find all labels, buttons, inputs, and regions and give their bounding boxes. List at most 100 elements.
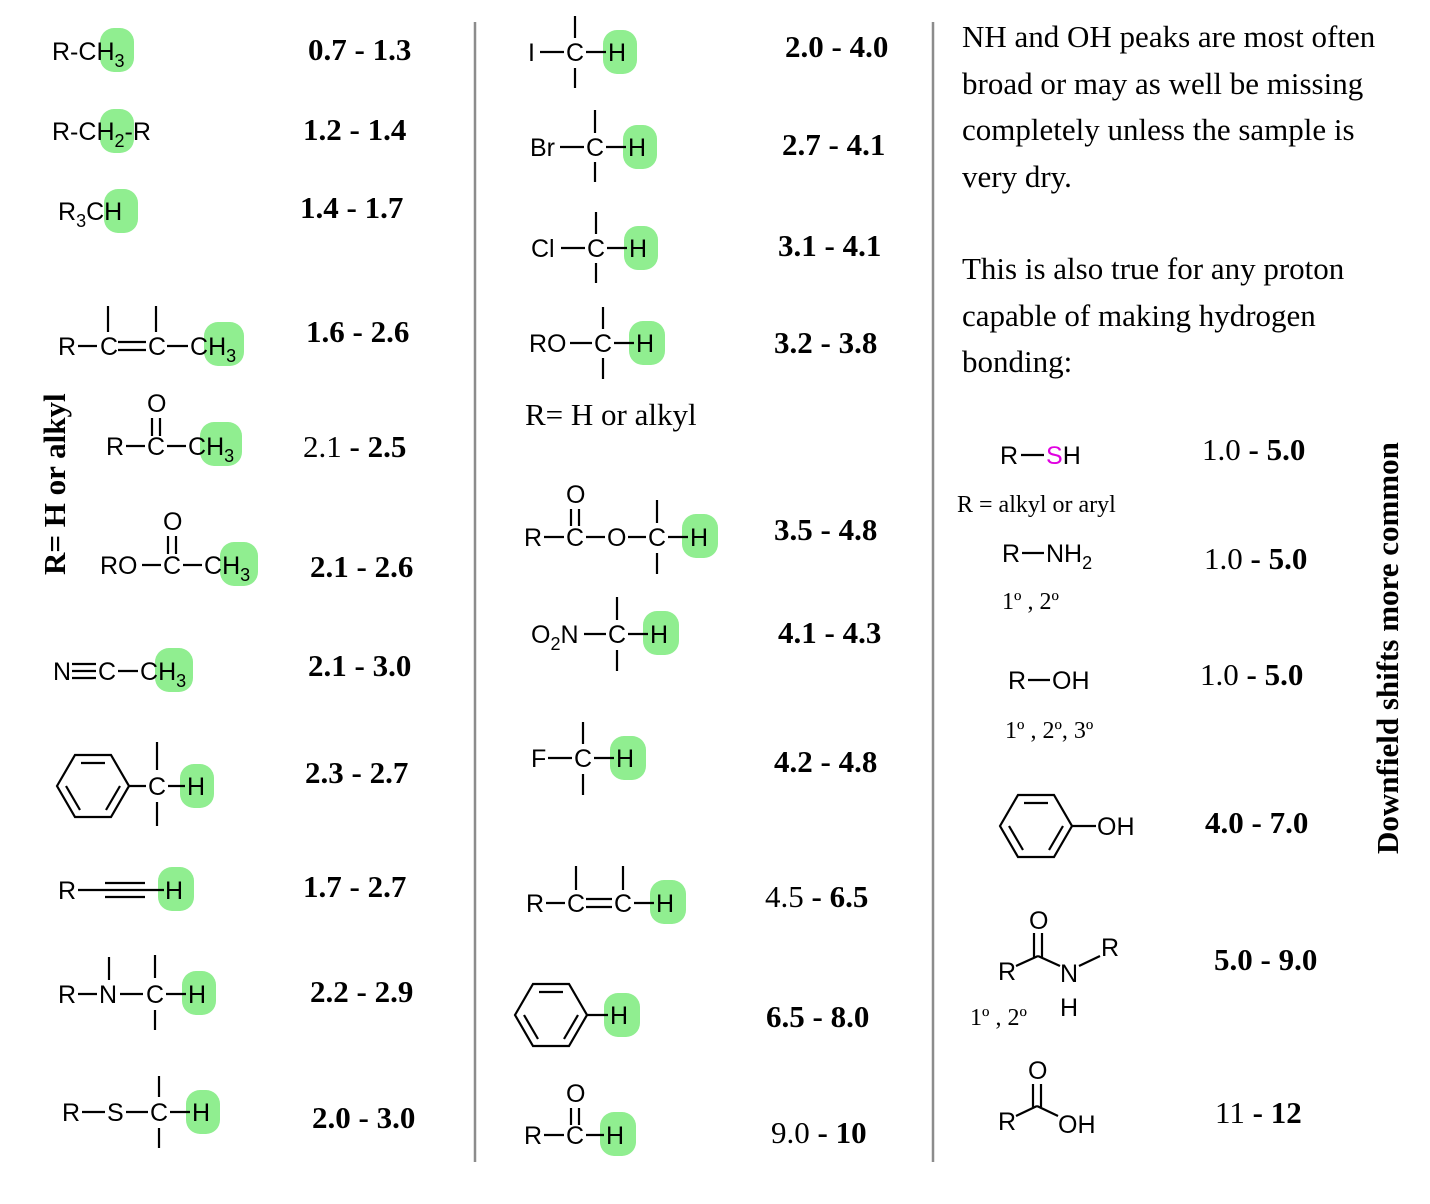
svg-text:R: R xyxy=(62,1099,80,1127)
svg-text:R: R xyxy=(58,981,76,1009)
svg-text:CH3: CH3 xyxy=(190,333,236,366)
shift-range-iodo: 2.0 - 4.0 xyxy=(785,29,888,64)
structure-aromatic: H xyxy=(513,982,640,1048)
structure-ester-o: O R C O C H xyxy=(524,481,718,574)
svg-text:C: C xyxy=(587,235,605,263)
svg-text:N: N xyxy=(1060,960,1078,988)
svg-text:O: O xyxy=(607,524,626,552)
structure-nitrile-alpha: N C CH3 xyxy=(53,648,193,692)
svg-text:H: H xyxy=(616,745,634,773)
left-vertical-label: R= H or alkyl xyxy=(37,393,72,575)
svg-text:SH: SH xyxy=(1046,442,1081,470)
svg-text:O: O xyxy=(566,1080,585,1108)
structure-nitro: O2N C H xyxy=(531,597,679,671)
shift-range-chloro: 3.1 - 4.1 xyxy=(778,228,881,263)
structure-alkyne: R H xyxy=(58,867,194,911)
svg-text:C: C xyxy=(608,621,626,649)
thiol-note: R = alkyl or aryl xyxy=(957,492,1116,518)
svg-text:Cl: Cl xyxy=(531,235,555,263)
paragraph1-line3: completely unless the sample is xyxy=(962,112,1355,147)
svg-text:CH3: CH3 xyxy=(188,433,234,466)
svg-text:R: R xyxy=(1101,934,1119,962)
svg-text:R: R xyxy=(998,1108,1016,1136)
svg-text:O2N: O2N xyxy=(531,621,579,654)
shift-range-amide: 5.0 - 9.0 xyxy=(1214,942,1317,977)
svg-text:R: R xyxy=(58,877,76,905)
structure-methine: R3CH xyxy=(58,189,138,233)
svg-text:H: H xyxy=(187,773,205,801)
svg-text:H: H xyxy=(650,621,668,649)
structure-chloro: Cl C H xyxy=(531,212,658,283)
svg-text:C: C xyxy=(648,524,666,552)
structure-sulfide-alpha: R S C H xyxy=(62,1076,220,1148)
structure-bromo: Br C H xyxy=(530,110,657,182)
svg-text:O: O xyxy=(566,481,585,509)
shift-range-methylene: 1.2 - 1.4 xyxy=(303,112,406,147)
svg-text:OH: OH xyxy=(1097,813,1135,841)
svg-text:C: C xyxy=(567,890,585,918)
svg-text:I: I xyxy=(528,39,535,67)
structure-benzylic: C H xyxy=(55,742,214,826)
svg-text:C: C xyxy=(146,981,164,1009)
svg-text:R: R xyxy=(526,890,544,918)
svg-text:H: H xyxy=(608,39,626,67)
shift-range-phenol: 4.0 - 7.0 xyxy=(1205,805,1308,840)
svg-text:C: C xyxy=(574,745,592,773)
svg-text:CH3: CH3 xyxy=(140,658,186,691)
structure-iodo: I C H xyxy=(528,16,637,88)
svg-text:R: R xyxy=(58,333,76,361)
shift-range-bromo: 2.7 - 4.1 xyxy=(782,127,885,162)
svg-text:H: H xyxy=(610,1002,628,1030)
svg-text:O: O xyxy=(1028,1057,1047,1085)
structure-allylic: R C C CH3 xyxy=(58,306,244,366)
shift-range-vinyl: 4.5 - 6.5 xyxy=(765,879,868,914)
svg-text:C: C xyxy=(147,433,165,461)
svg-text:O: O xyxy=(147,390,166,418)
shift-range-amine: 1.0 - 5.0 xyxy=(1204,541,1307,576)
paragraph1-line1: NH and OH peaks are most often xyxy=(962,19,1376,54)
svg-text:C: C xyxy=(148,333,166,361)
shift-range-amine-alpha: 2.2 - 2.9 xyxy=(310,974,413,1009)
svg-text:R: R xyxy=(1002,540,1020,568)
svg-text:C: C xyxy=(100,333,118,361)
structure-methyl: R-CH3 xyxy=(52,28,134,72)
svg-text:O: O xyxy=(163,508,182,536)
svg-text:R-CH3: R-CH3 xyxy=(52,38,125,71)
svg-text:N: N xyxy=(99,981,117,1009)
structure-aldehyde: O R C H xyxy=(524,1080,636,1156)
svg-text:H: H xyxy=(1060,994,1078,1022)
structure-ketone-alpha: O R C CH3 xyxy=(106,390,242,466)
structure-fluoro: F C H xyxy=(531,722,646,795)
svg-text:N: N xyxy=(53,658,71,686)
shift-range-ester-alpha: 2.1 - 2.6 xyxy=(310,549,413,584)
svg-text:C: C xyxy=(566,39,584,67)
shift-range-ketone-alpha: 2.1 - 2.5 xyxy=(303,429,406,464)
structure-alcohol: R OH xyxy=(1008,667,1090,695)
shift-range-ester-o: 3.5 - 4.8 xyxy=(774,512,877,547)
shift-range-nitrile-alpha: 2.1 - 3.0 xyxy=(308,648,411,683)
shift-range-thiol: 1.0 - 5.0 xyxy=(1202,432,1305,467)
svg-text:C: C xyxy=(566,1122,584,1150)
svg-text:C: C xyxy=(566,524,584,552)
svg-text:O: O xyxy=(1029,907,1048,935)
svg-text:H: H xyxy=(188,981,206,1009)
svg-text:R: R xyxy=(524,524,542,552)
svg-text:R: R xyxy=(524,1122,542,1150)
shift-range-methine: 1.4 - 1.7 xyxy=(300,190,403,225)
svg-text:RO: RO xyxy=(100,552,138,580)
svg-text:R: R xyxy=(1000,442,1018,470)
amide-note: 1º , 2º xyxy=(970,1005,1027,1031)
svg-text:Br: Br xyxy=(530,134,555,162)
structure-thiol: R SH xyxy=(1000,442,1081,470)
shift-range-alkyne: 1.7 - 2.7 xyxy=(303,869,406,904)
svg-text:C: C xyxy=(594,330,612,358)
svg-text:H: H xyxy=(628,134,646,162)
paragraph2-line3: bonding: xyxy=(962,344,1072,379)
svg-text:R: R xyxy=(998,958,1016,986)
svg-text:C: C xyxy=(586,134,604,162)
structure-amide: O R N R H xyxy=(998,907,1119,1022)
shift-range-methyl: 0.7 - 1.3 xyxy=(308,32,411,67)
svg-text:H: H xyxy=(629,235,647,263)
svg-text:H: H xyxy=(656,890,674,918)
structure-amine-alpha: R N C H xyxy=(58,955,216,1030)
